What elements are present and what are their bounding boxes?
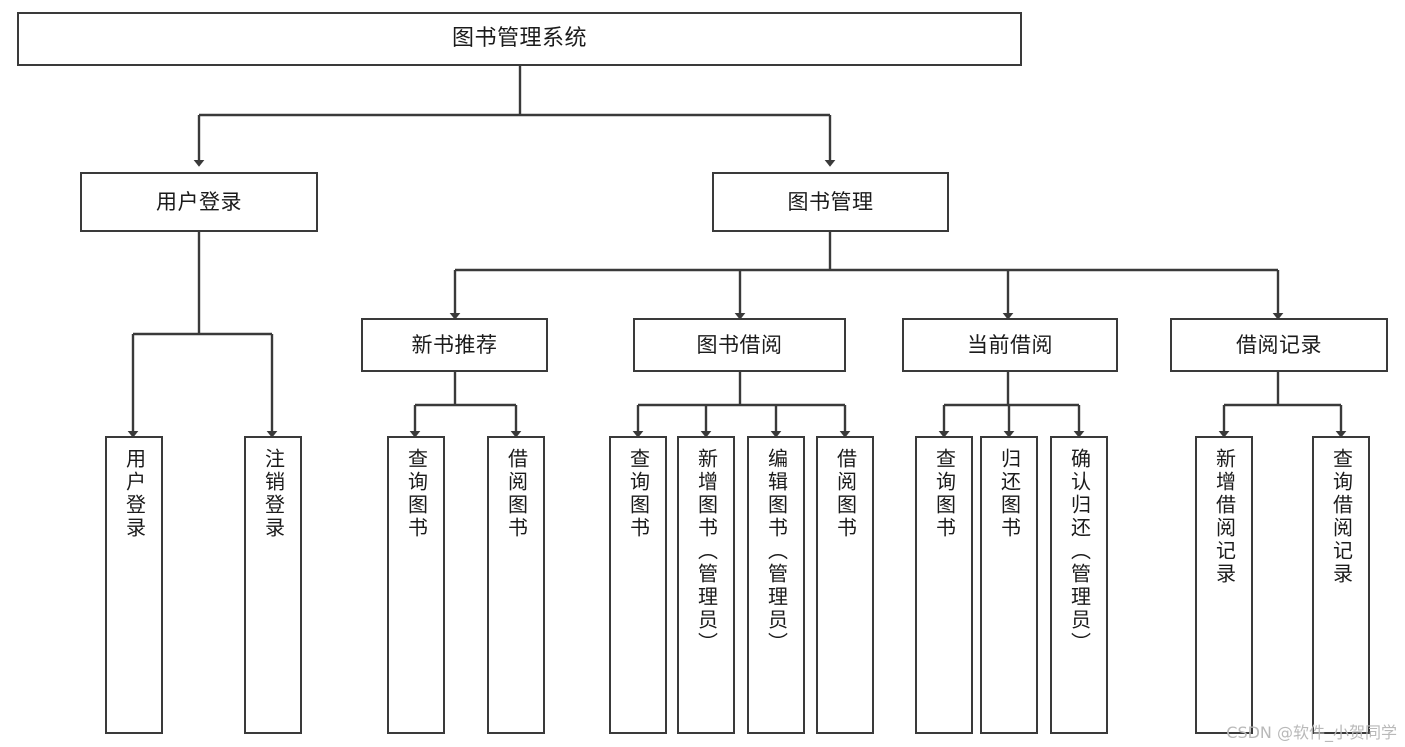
node-label: 新增借阅记录 (1212, 448, 1237, 586)
node-borrow-record[interactable]: 借阅记录 (1170, 318, 1388, 372)
node-label: 借阅记录 (1236, 332, 1322, 357)
node-label: 注销登录 (261, 448, 286, 540)
node-label: 图书管理 (787, 189, 874, 214)
leaf-user-login[interactable]: 用户登录 (105, 436, 163, 734)
node-label: 用户登录 (122, 448, 147, 540)
csdn-watermark: CSDN @软件_小贺同学 (1226, 723, 1397, 742)
node-new-book-recommend[interactable]: 新书推荐 (361, 318, 548, 372)
leaf-query-book-recommend[interactable]: 查询图书 (387, 436, 445, 734)
node-label: 借阅图书 (833, 448, 858, 540)
node-label: 新增图书（管理员） (694, 448, 719, 655)
node-label: 当前借阅 (967, 332, 1053, 357)
node-root-system[interactable]: 图书管理系统 (17, 12, 1022, 66)
leaf-add-book-admin[interactable]: 新增图书（管理员） (677, 436, 735, 734)
leaf-logout-login[interactable]: 注销登录 (244, 436, 302, 734)
leaf-query-book-borrow[interactable]: 查询图书 (609, 436, 667, 734)
node-label: 图书借阅 (696, 332, 783, 357)
node-current-borrow[interactable]: 当前借阅 (902, 318, 1118, 372)
leaf-borrow-book-recommend[interactable]: 借阅图书 (487, 436, 545, 734)
leaf-confirm-return-admin[interactable]: 确认归还（管理员） (1050, 436, 1108, 734)
node-label: 查询借阅记录 (1329, 448, 1354, 586)
node-label: 用户登录 (156, 189, 242, 214)
node-label: 查询图书 (932, 448, 957, 540)
node-label: 借阅图书 (504, 448, 529, 540)
leaf-borrow-book-borrow[interactable]: 借阅图书 (816, 436, 874, 734)
leaf-query-book-current[interactable]: 查询图书 (915, 436, 973, 734)
node-book-management[interactable]: 图书管理 (712, 172, 949, 232)
leaf-edit-book-admin[interactable]: 编辑图书（管理员） (747, 436, 805, 734)
node-label: 归还图书 (997, 448, 1022, 540)
node-label: 查询图书 (404, 448, 429, 540)
node-label: 查询图书 (626, 448, 651, 540)
node-label: 图书管理系统 (451, 26, 587, 52)
leaf-query-borrow-record[interactable]: 查询借阅记录 (1312, 436, 1370, 734)
node-book-borrow[interactable]: 图书借阅 (633, 318, 846, 372)
leaf-return-book[interactable]: 归还图书 (980, 436, 1038, 734)
leaf-add-borrow-record[interactable]: 新增借阅记录 (1195, 436, 1253, 734)
node-label: 新书推荐 (411, 332, 498, 357)
node-label: 确认归还（管理员） (1067, 448, 1092, 655)
node-label: 编辑图书（管理员） (764, 448, 789, 655)
node-user-login[interactable]: 用户登录 (80, 172, 318, 232)
